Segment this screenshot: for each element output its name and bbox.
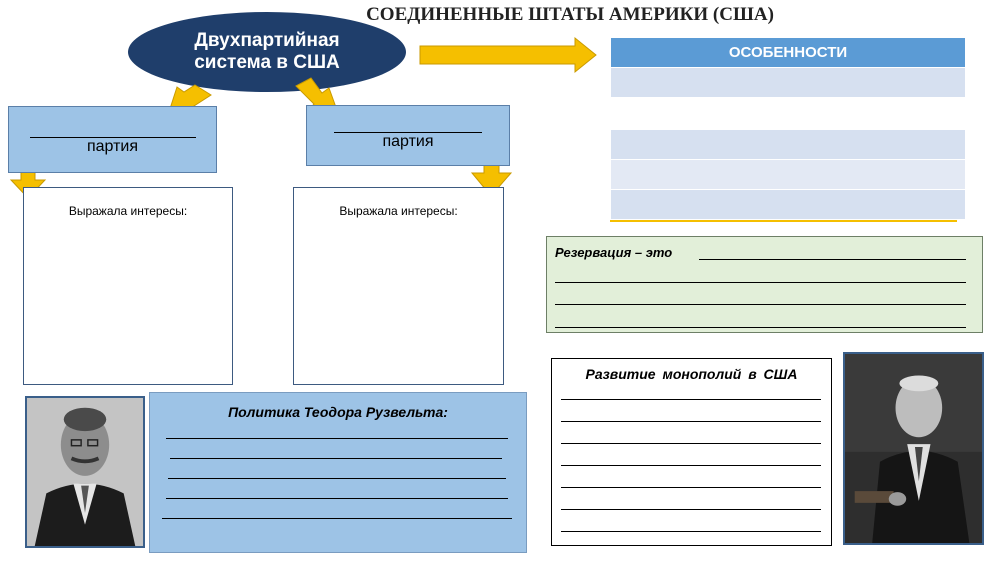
party-name-blank[interactable] (30, 107, 196, 138)
party-label: партия (9, 138, 216, 156)
features-header: ОСОБЕННОСТИ (611, 38, 965, 67)
reservation-label: Резервация – это (555, 245, 672, 260)
answer-line[interactable] (561, 399, 821, 400)
answer-line[interactable] (561, 531, 821, 532)
reservation-box: Резервация – это (546, 236, 983, 333)
answer-line[interactable] (561, 443, 821, 444)
answer-line[interactable] (561, 509, 821, 510)
party-label: партия (307, 133, 509, 151)
roosevelt-portrait (25, 396, 145, 548)
party-name-blank[interactable] (334, 106, 482, 133)
answer-line[interactable] (166, 498, 508, 499)
features-row[interactable] (611, 68, 965, 97)
arrow-right-icon (420, 38, 596, 72)
party-box-left: партия (8, 106, 217, 173)
answer-line[interactable] (162, 518, 512, 519)
features-row[interactable] (611, 160, 965, 189)
monopolies-box: Развитие монополий в США (551, 358, 832, 546)
answer-line[interactable] (555, 282, 966, 283)
page-title: СОЕДИНЕННЫЕ ШТАТЫ АМЕРИКИ (США) (300, 4, 840, 26)
answer-line[interactable] (170, 458, 502, 459)
answer-line[interactable] (555, 327, 966, 328)
interests-label: Выражала интересы: (339, 204, 457, 218)
interests-label: Выражала интересы: (69, 204, 187, 218)
features-row[interactable] (611, 190, 965, 219)
answer-line[interactable] (555, 304, 966, 305)
answer-line[interactable] (166, 438, 508, 439)
rockefeller-portrait (843, 352, 984, 545)
roosevelt-policy-label: Политика Теодора Рузвельта: (150, 404, 526, 420)
monopolies-label: Развитие монополий в США (552, 366, 831, 382)
features-row[interactable] (611, 130, 965, 159)
roosevelt-policy-box: Политика Теодора Рузвельта: (149, 392, 527, 553)
answer-line[interactable] (699, 259, 966, 260)
answer-line[interactable] (561, 421, 821, 422)
two-party-system-oval: Двухпартийная система в США (128, 12, 406, 92)
interests-box-right[interactable]: Выражала интересы: (293, 187, 504, 385)
answer-line[interactable] (168, 478, 506, 479)
answer-line[interactable] (561, 465, 821, 466)
oval-label: Двухпартийная система в США (194, 30, 340, 74)
answer-line[interactable] (561, 487, 821, 488)
features-header-label: ОСОБЕННОСТИ (729, 44, 847, 61)
party-box-right: партия (306, 105, 510, 166)
interests-box-left[interactable]: Выражала интересы: (23, 187, 233, 385)
